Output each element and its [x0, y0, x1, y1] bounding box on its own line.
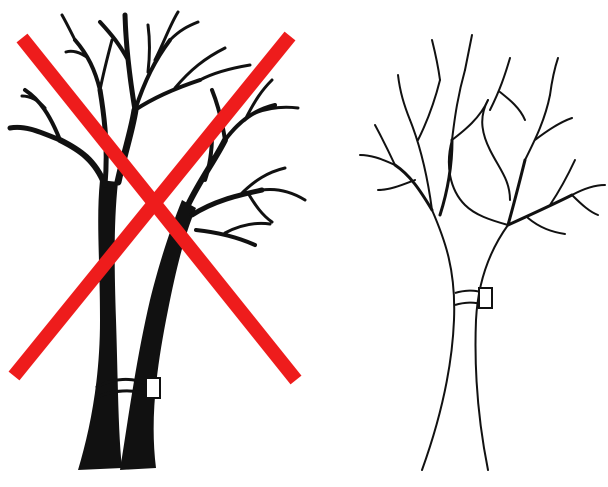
incorrect-tree-panel — [0, 0, 310, 483]
tree-tag-icon — [146, 378, 160, 398]
crown-branch — [528, 218, 565, 234]
crown-branch — [490, 58, 510, 110]
crown-branch — [572, 185, 605, 195]
single-trunk-tree-drawing — [340, 0, 608, 483]
crown-branch — [449, 140, 508, 225]
left-trunk — [78, 180, 122, 470]
crown-branch — [452, 70, 465, 140]
crown-branch — [525, 95, 550, 160]
codominant-tree-drawing — [0, 0, 310, 483]
right-crown-branch — [262, 189, 305, 200]
trunk-outline-left — [422, 210, 454, 470]
crown-branch — [465, 35, 472, 70]
center-crown-branch — [125, 15, 135, 110]
crown-branch — [360, 155, 395, 165]
crown-branch — [482, 100, 510, 200]
correct-tree-panel — [340, 0, 608, 483]
crown-branch — [508, 160, 525, 225]
left-crown-branch — [75, 40, 100, 90]
right-crown-branch — [225, 223, 270, 233]
tree-tag-icon — [479, 288, 492, 308]
crown-branch — [418, 80, 440, 140]
crown-branch — [398, 75, 410, 120]
left-crown-branch — [22, 96, 45, 108]
crown-branch — [550, 58, 558, 95]
left-crown-branch — [10, 127, 60, 140]
crown-branch — [378, 180, 415, 190]
crown-branch — [572, 195, 598, 215]
center-crown-branch — [200, 65, 250, 80]
trunk-outline-right — [476, 225, 509, 470]
left-crown-branch — [62, 15, 75, 40]
right-crown-branch — [192, 190, 262, 215]
left-crown-branch — [100, 40, 112, 90]
center-crown-branch — [170, 22, 198, 40]
center-crown-branch — [148, 25, 150, 72]
crown-branch — [432, 40, 440, 80]
left-crown-branch — [60, 140, 105, 185]
strap-band-icon — [455, 288, 492, 308]
crown-branch — [508, 195, 572, 225]
crown-branch — [500, 92, 525, 120]
crown-branch — [395, 165, 432, 210]
right-crown-branch — [248, 193, 272, 222]
